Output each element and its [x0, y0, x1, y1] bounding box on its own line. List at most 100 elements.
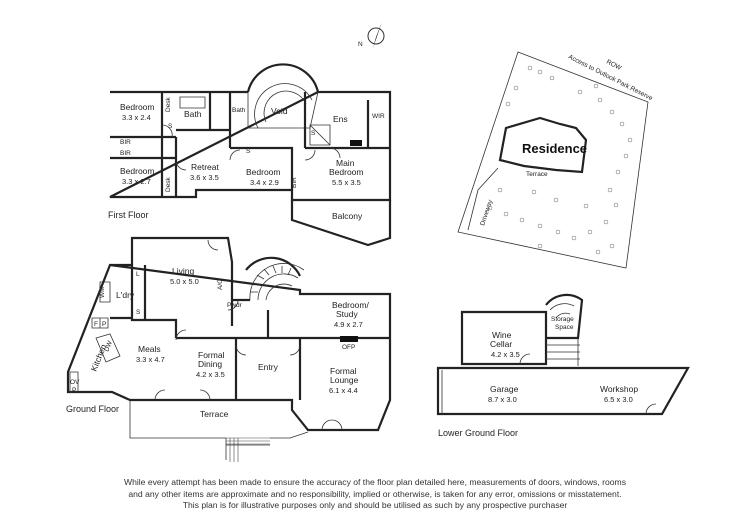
driveway-path	[467, 167, 499, 231]
formal-dining-dims: 4.2 x 3.5	[196, 370, 225, 379]
desk1-label: Desk	[165, 96, 172, 112]
terrace-outline	[129, 400, 309, 460]
lower-floor-door-arcs	[441, 353, 657, 415]
main-bedroom-label-2: Bedroom	[329, 167, 364, 177]
meals-label: Meals	[138, 344, 161, 354]
compass-needle-icon	[373, 22, 382, 48]
ground-floor-outer-wall	[66, 236, 392, 432]
bath-tub	[179, 96, 206, 109]
site-terrace-label: Terrace	[526, 171, 548, 178]
wir-label: WIR	[372, 113, 385, 120]
bath2-label: Bath	[232, 107, 246, 114]
f-label: F	[94, 321, 98, 328]
workshop-dims: 6.5 x 3.0	[604, 395, 633, 404]
wm-label: WM	[99, 286, 106, 298]
storage-label-2: Space	[555, 324, 574, 331]
terrace-steps	[226, 437, 270, 462]
residence-footprint	[498, 116, 588, 174]
compass-circle	[367, 27, 385, 45]
wine-cellar-dims: 4.2 x 3.5	[491, 350, 520, 359]
main-bedroom-dims: 5.5 x 3.5	[332, 178, 361, 187]
formal-dining-label-2: Dining	[198, 359, 222, 369]
bedroom-c-dims: 3.4 x 2.9	[250, 178, 279, 187]
compass: N	[358, 22, 385, 48]
retreat-label: Retreat	[191, 162, 220, 172]
lower-floor-title: Lower Ground Floor	[438, 428, 518, 438]
lower-floor-outer-wall	[436, 366, 690, 416]
ofp-label: OFP	[342, 344, 355, 351]
lower-ground-floor-plan: Wine Cellar 4.2 x 3.5 Storage Space Gara…	[436, 293, 690, 438]
kitchen-island	[95, 333, 121, 363]
row-label: ROW	[605, 59, 623, 73]
workshop-label: Workshop	[600, 384, 638, 394]
formal-lounge-label: Formal	[330, 366, 357, 376]
dw-label: DW	[103, 339, 114, 352]
bedroom-study-dims: 4.9 x 2.7	[334, 320, 363, 329]
first-floor-void-box	[247, 91, 319, 129]
first-floor-door-arcs	[161, 124, 341, 171]
ldry-label: L'dry	[116, 290, 135, 300]
first-floor-inner-walls	[110, 92, 390, 197]
entry-label: Entry	[258, 362, 279, 372]
residence-label: Residence	[522, 141, 587, 156]
site-plan: Residence Terrace Driveway ROW Access to…	[457, 51, 654, 269]
formal-lounge-dims: 6.1 x 4.4	[329, 386, 358, 395]
terrace-label: Terrace	[200, 409, 229, 419]
storage-space-wall	[545, 293, 584, 340]
ov-label: OV	[70, 379, 80, 386]
first-s3-label: S	[311, 130, 316, 137]
balcony-outline	[290, 200, 392, 247]
first-floor-void-curve	[246, 63, 320, 93]
ground-floor-title: Ground Floor	[66, 404, 119, 414]
fireplace-first	[350, 140, 362, 146]
compass-north-label: N	[358, 41, 363, 48]
disclaimer-line-2: and any other items are approximate and …	[128, 488, 622, 499]
storage-stair	[546, 303, 580, 366]
bedroom-a-dims: 3.3 x 2.4	[122, 113, 151, 122]
bedroom-a-label: Bedroom	[120, 102, 155, 112]
pwdr-label: Pwdr	[227, 302, 243, 309]
retreat-dims: 3.6 x 3.5	[190, 173, 219, 182]
disclaimer-line-1: While every attempt has been made to ens…	[123, 477, 627, 487]
garage-label: Garage	[490, 384, 519, 394]
bir3-label: BIR	[291, 177, 298, 188]
ground-floor-plan: Living 5.0 x 5.0 L'dry WM Kitchen DW F P…	[66, 236, 392, 462]
storage-label: Storage	[551, 316, 574, 323]
wine-cellar-label: Wine	[492, 330, 512, 340]
main-bedroom-label: Main	[336, 158, 355, 168]
bedroom-c-label: Bedroom	[246, 167, 281, 177]
void-label: Void	[271, 106, 288, 116]
desk2-label: Desk	[165, 176, 172, 192]
bir1-label: BIR	[120, 139, 131, 146]
p2-label: P	[72, 387, 76, 394]
meals-dims: 3.3 x 4.7	[136, 355, 165, 364]
first-floor-void-stair	[254, 83, 313, 129]
bedroom-b-label: Bedroom	[120, 166, 155, 176]
garage-dims: 8.7 x 3.0	[488, 395, 517, 404]
first-floor-plan: Bedroom 3.3 x 2.4 Bedroom 3.3 x 2.7 Retr…	[108, 63, 392, 247]
formal-lounge-label-2: Lounge	[330, 375, 359, 385]
driveway-label: Driveway	[479, 198, 494, 226]
wine-cellar-wall	[460, 310, 548, 366]
living-label: Living	[172, 266, 194, 276]
ac-label: A/C	[217, 279, 224, 290]
site-trees	[487, 65, 633, 255]
disclaimer-line-3: This plan is for illustrative purposes o…	[182, 500, 568, 510]
ground-floor-stair-steps	[250, 265, 292, 293]
bedroom-b-dims: 3.3 x 2.7	[122, 177, 151, 186]
ground-floor-door-arcs	[154, 239, 343, 431]
balcony-label: Balcony	[332, 211, 363, 221]
ground-floor-stair	[249, 263, 305, 301]
ground-s-label: S	[136, 309, 141, 316]
ens-label: Ens	[333, 114, 348, 124]
ground-l-label: L	[136, 271, 140, 278]
first-s-label: S	[168, 123, 173, 130]
formal-dining-label: Formal	[198, 350, 225, 360]
ofp-fireplace	[340, 336, 358, 342]
bedroom-study-label: Bedroom/	[332, 300, 369, 310]
p-label: P	[102, 321, 106, 328]
living-dims: 5.0 x 5.0	[170, 277, 199, 286]
bir2-label: BIR	[120, 150, 131, 157]
bath-label: Bath	[184, 109, 202, 119]
first-s2-label: S	[246, 148, 251, 155]
